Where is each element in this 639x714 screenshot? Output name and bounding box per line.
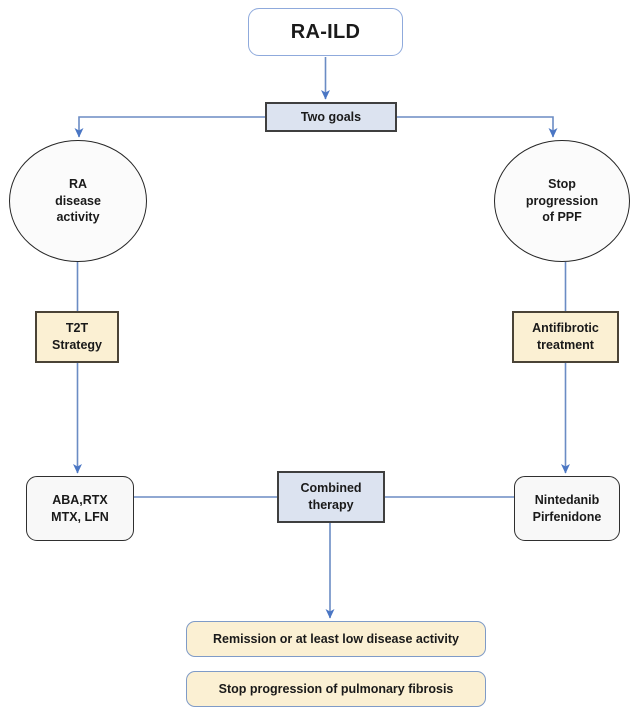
- node-two-goals: Two goals: [265, 102, 397, 132]
- node-drugs-nintedanib-pirfenidone-line2: Pirfenidone: [532, 509, 602, 524]
- node-ra-disease-activity-line1: RA: [68, 176, 88, 191]
- node-outcome-stop-fibrosis-label: Stop progression of pulmonary fibrosis: [218, 681, 454, 696]
- node-drugs-aba-rtx-mtx-lfn: ABA,RTX MTX, LFN: [26, 476, 134, 541]
- node-t2t-strategy-line2: Strategy: [51, 338, 103, 352]
- node-drugs-aba-rtx-mtx-lfn-line2: MTX, LFN: [51, 509, 109, 524]
- node-t2t-strategy: T2T Strategy: [35, 311, 119, 363]
- node-outcome-remission: Remission or at least low disease activi…: [186, 621, 486, 657]
- node-combined-therapy-line2: therapy: [308, 498, 354, 512]
- node-antifibrotic-treatment-line1: Antifibrotic: [532, 321, 599, 336]
- node-ra-ild: RA-ILD: [248, 8, 403, 56]
- node-stop-progression-ppf-line2: progression: [525, 193, 599, 208]
- node-combined-therapy: Combined therapy: [277, 471, 385, 523]
- node-drugs-nintedanib-pirfenidone-line1: Nintedanib: [534, 492, 600, 507]
- node-drugs-nintedanib-pirfenidone: Nintedanib Pirfenidone: [514, 476, 620, 541]
- node-outcome-stop-fibrosis: Stop progression of pulmonary fibrosis: [186, 671, 486, 707]
- node-antifibrotic-treatment-line2: treatment: [537, 338, 594, 352]
- node-ra-ild-label: RA-ILD: [290, 20, 361, 43]
- node-drugs-aba-rtx-mtx-lfn-line1: ABA,RTX: [52, 492, 108, 507]
- node-stop-progression-ppf-line3: of PPF: [542, 210, 582, 225]
- node-two-goals-label: Two goals: [300, 109, 362, 124]
- node-stop-progression-ppf: Stop progression of PPF: [494, 140, 630, 262]
- node-antifibrotic-treatment: Antifibrotic treatment: [512, 311, 619, 363]
- node-ra-disease-activity: RA disease activity: [9, 140, 147, 262]
- node-outcome-remission-label: Remission or at least low disease activi…: [213, 631, 459, 646]
- node-combined-therapy-line1: Combined: [300, 481, 362, 496]
- edge-two-goals-to-goal-left: [74, 116, 265, 138]
- node-ra-disease-activity-line2: disease: [55, 193, 101, 208]
- node-stop-progression-ppf-line1: Stop: [548, 176, 576, 191]
- edge-two-goals-to-goal-right: [397, 116, 558, 138]
- node-t2t-strategy-line1: T2T: [65, 321, 89, 336]
- node-ra-disease-activity-line3: activity: [56, 210, 100, 225]
